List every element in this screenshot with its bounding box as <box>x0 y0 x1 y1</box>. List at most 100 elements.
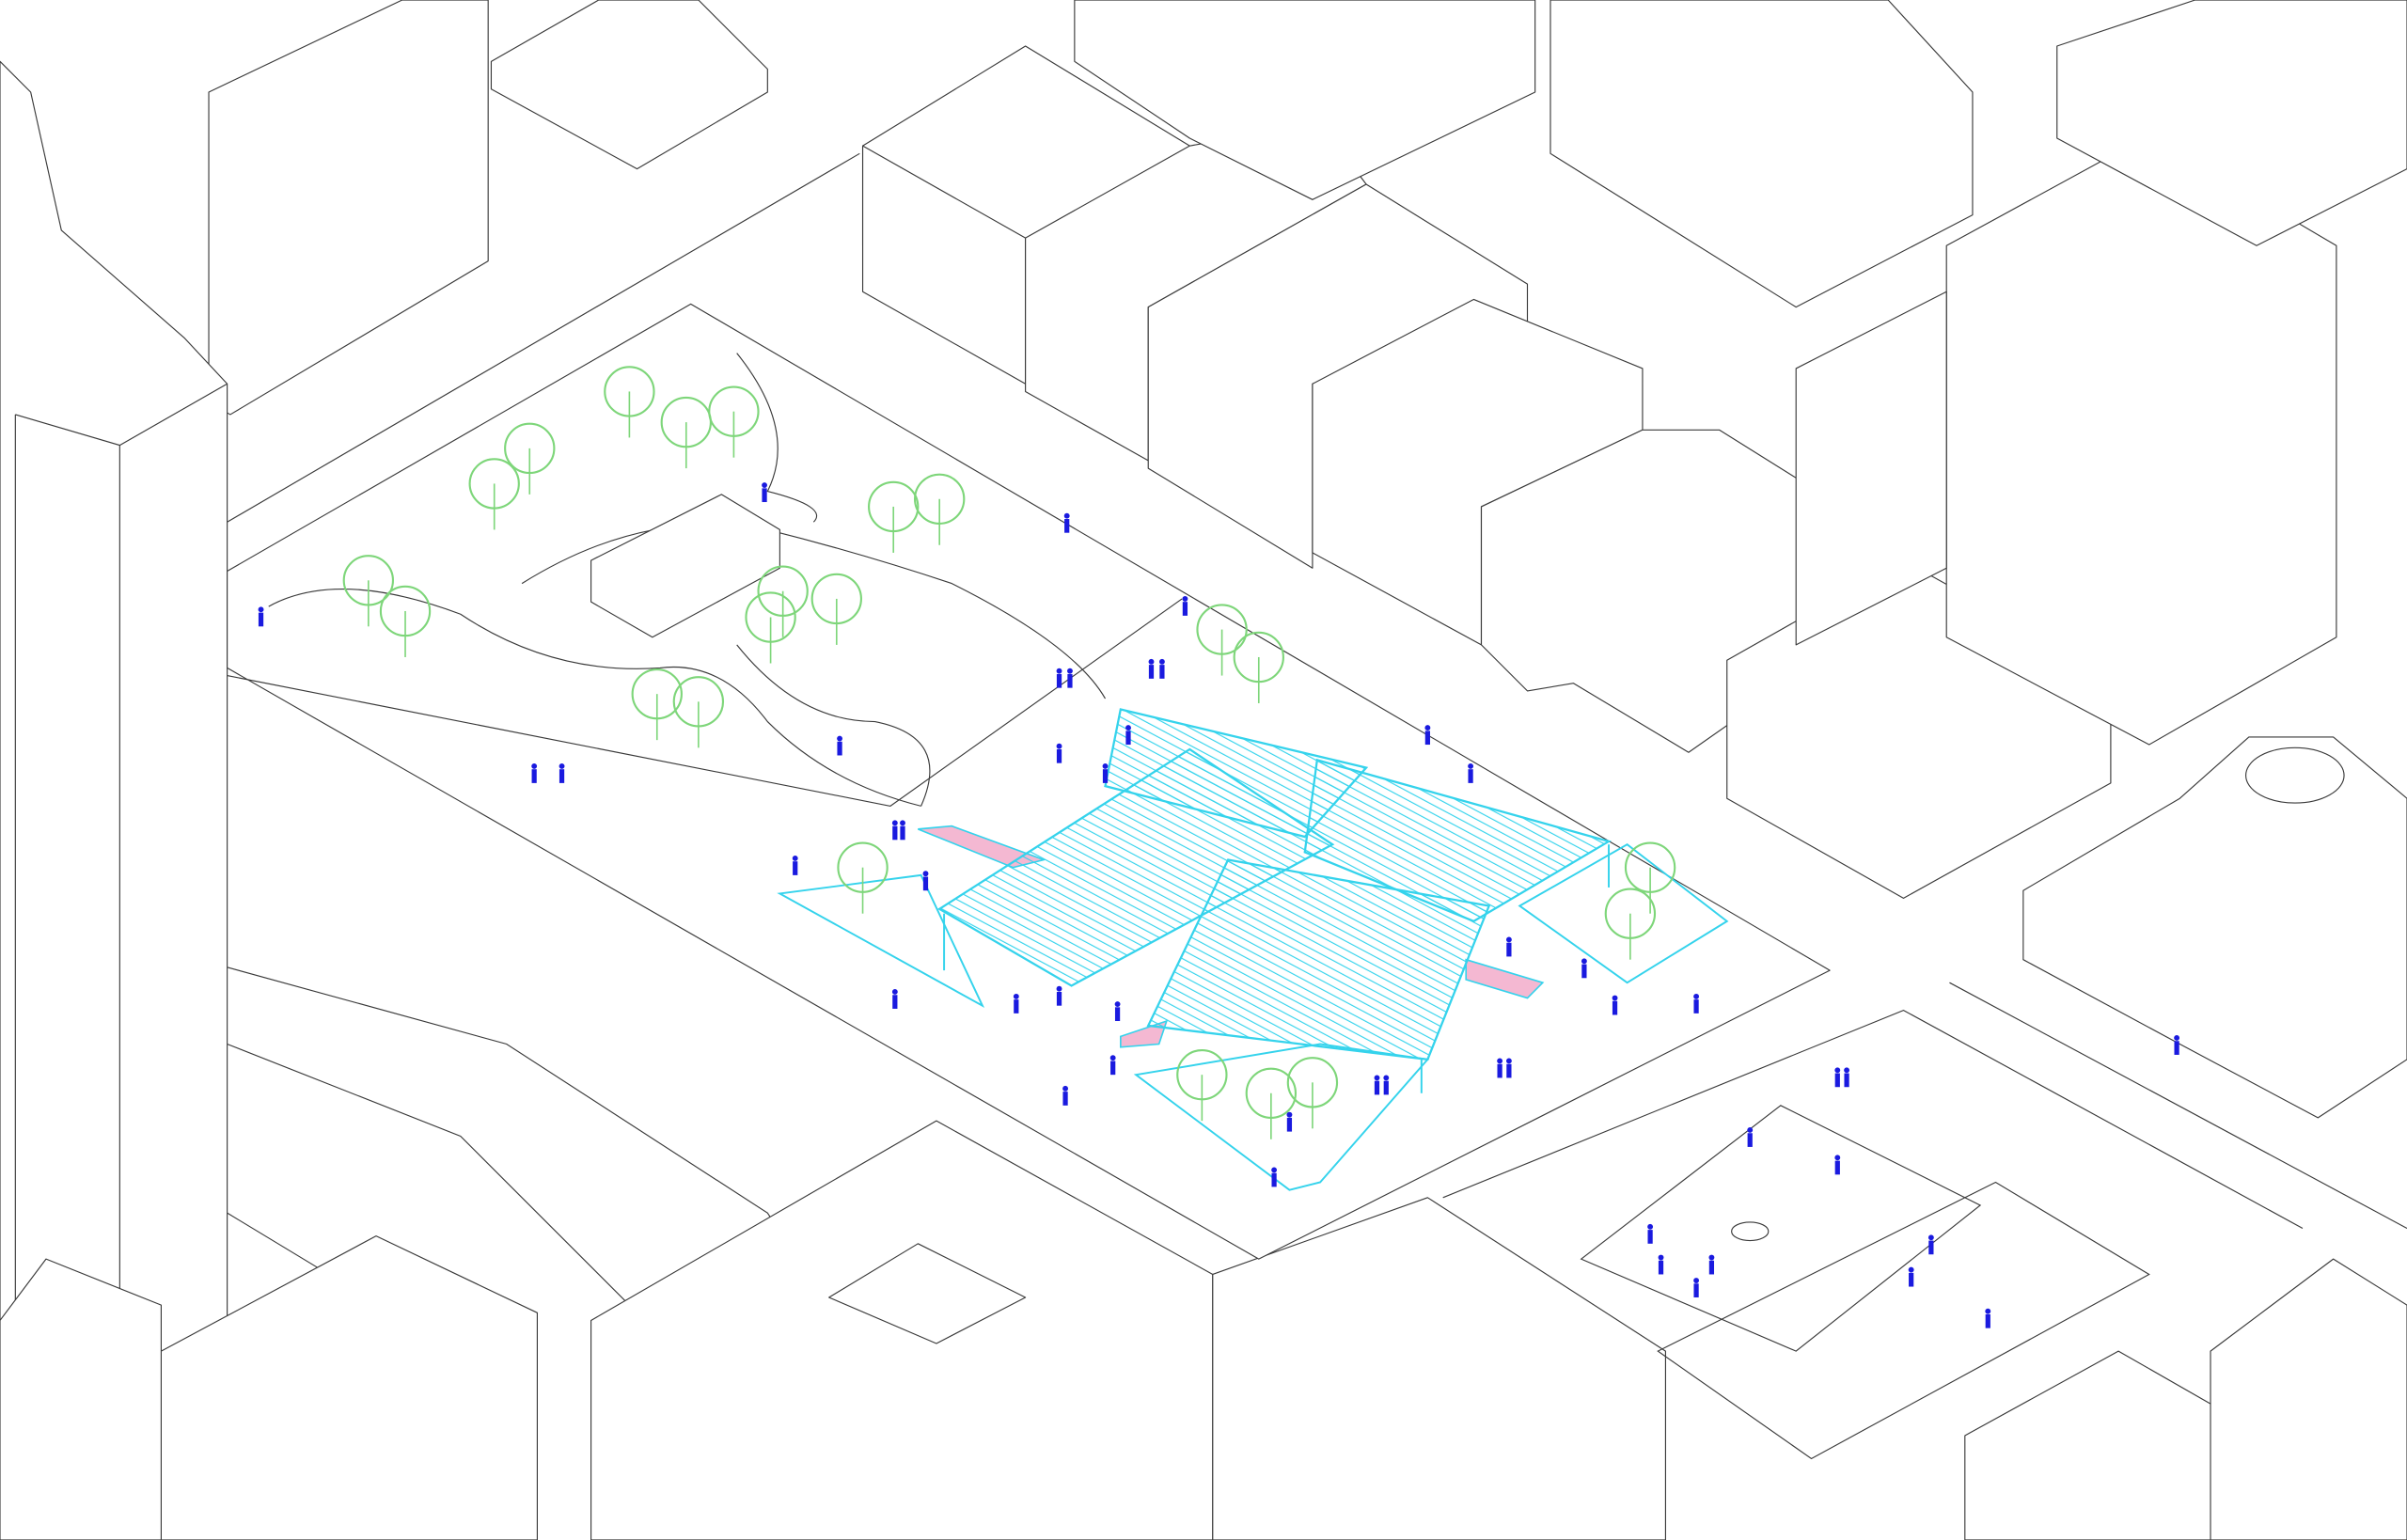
street-edge <box>1442 1009 2304 1229</box>
person-icon <box>1505 1058 1512 1078</box>
court-circle <box>1731 1221 1770 1242</box>
building <box>208 0 489 416</box>
church-dome <box>2245 746 2345 804</box>
tree-icon <box>837 841 889 914</box>
person-icon <box>1612 995 1618 1015</box>
person-icon <box>1424 725 1431 746</box>
building <box>1964 1350 2226 1540</box>
person-icon <box>891 989 898 1009</box>
person-icon <box>1063 512 1070 533</box>
site-path <box>227 598 1183 807</box>
person-icon <box>1693 1278 1700 1297</box>
park-path <box>268 588 921 807</box>
street-edge <box>227 152 860 523</box>
person-icon <box>1844 1067 1850 1088</box>
people <box>258 482 2180 1328</box>
person-icon <box>1102 762 1109 783</box>
building <box>590 1120 1214 1540</box>
person-icon <box>900 820 905 841</box>
tower <box>0 60 228 1540</box>
tree-icon <box>745 591 796 664</box>
tree-icon <box>1245 1067 1298 1139</box>
building <box>1550 0 1974 308</box>
park-path <box>736 353 818 523</box>
person-icon <box>1834 1155 1841 1175</box>
tree-icon <box>1624 841 1676 914</box>
tree-icon <box>868 480 920 553</box>
tree-icon <box>708 385 760 458</box>
person-icon <box>1182 595 1188 616</box>
person-icon <box>922 871 929 891</box>
building <box>1074 0 1536 200</box>
tree-icon <box>1176 1048 1228 1122</box>
person-icon <box>558 762 565 783</box>
street-edge <box>1949 982 2407 1229</box>
building <box>1212 1197 1666 1540</box>
person-icon <box>1148 658 1155 679</box>
tree-icon <box>379 585 432 657</box>
person-icon <box>258 606 264 627</box>
plaza-outline <box>777 873 985 1009</box>
tree-icon <box>342 555 395 627</box>
sports-court <box>1657 1181 2150 1460</box>
canopy-roof-west <box>936 747 1335 987</box>
plaza-outline <box>1133 1043 1430 1191</box>
person-icon <box>1271 1167 1278 1187</box>
person-icon <box>1505 936 1512 957</box>
park-path <box>521 524 1107 699</box>
building <box>2056 0 2407 246</box>
tree-icon <box>468 458 520 530</box>
person-icon <box>1834 1067 1841 1088</box>
canopy-roof-south <box>1146 858 1491 1061</box>
person-icon <box>1286 1111 1293 1132</box>
person-icon <box>891 820 898 841</box>
trees <box>342 366 1676 1139</box>
person-icon <box>1109 1055 1116 1076</box>
pool <box>1465 958 1545 999</box>
church <box>2022 736 2407 1119</box>
person-icon <box>1062 1085 1068 1106</box>
person-icon <box>837 735 842 756</box>
person-icon <box>531 762 538 783</box>
person-icon <box>1056 668 1062 688</box>
plaza-outline <box>1518 843 1729 984</box>
tree-icon <box>631 668 683 741</box>
person-icon <box>1158 658 1165 679</box>
person-icon <box>1747 1127 1754 1147</box>
canopy-area <box>777 708 1729 1191</box>
person-icon <box>1927 1234 1934 1255</box>
person-icon <box>1908 1266 1914 1287</box>
person-icon <box>1383 1075 1390 1095</box>
person-icon <box>1581 958 1587 979</box>
tree-icon <box>604 366 655 438</box>
tree-icon <box>810 573 862 645</box>
person-icon <box>792 855 798 875</box>
building <box>0 1258 162 1540</box>
tree-icon <box>1604 888 1657 960</box>
pavilion <box>590 494 780 638</box>
person-icon <box>1647 1223 1654 1244</box>
building <box>828 1243 1027 1344</box>
person-icon <box>1374 1075 1380 1095</box>
person-icon <box>1056 985 1062 1006</box>
person-icon <box>1985 1308 1991 1328</box>
tower-edge <box>15 383 228 447</box>
person-icon <box>1658 1254 1664 1275</box>
person-icon <box>1693 993 1700 1014</box>
person-icon <box>762 482 767 503</box>
person-icon <box>1708 1254 1715 1275</box>
person-icon <box>1013 993 1019 1014</box>
tree-icon <box>504 422 556 495</box>
tree-icon <box>1286 1057 1339 1129</box>
sports-court <box>1580 1105 1982 1352</box>
tree-icon <box>672 676 725 748</box>
person-icon <box>1056 743 1062 763</box>
person-icon <box>1067 668 1073 688</box>
person-icon <box>1497 1058 1503 1078</box>
tree-icon <box>757 565 809 637</box>
person-icon <box>1468 762 1474 783</box>
tree-icon <box>914 473 966 545</box>
building <box>490 0 768 170</box>
